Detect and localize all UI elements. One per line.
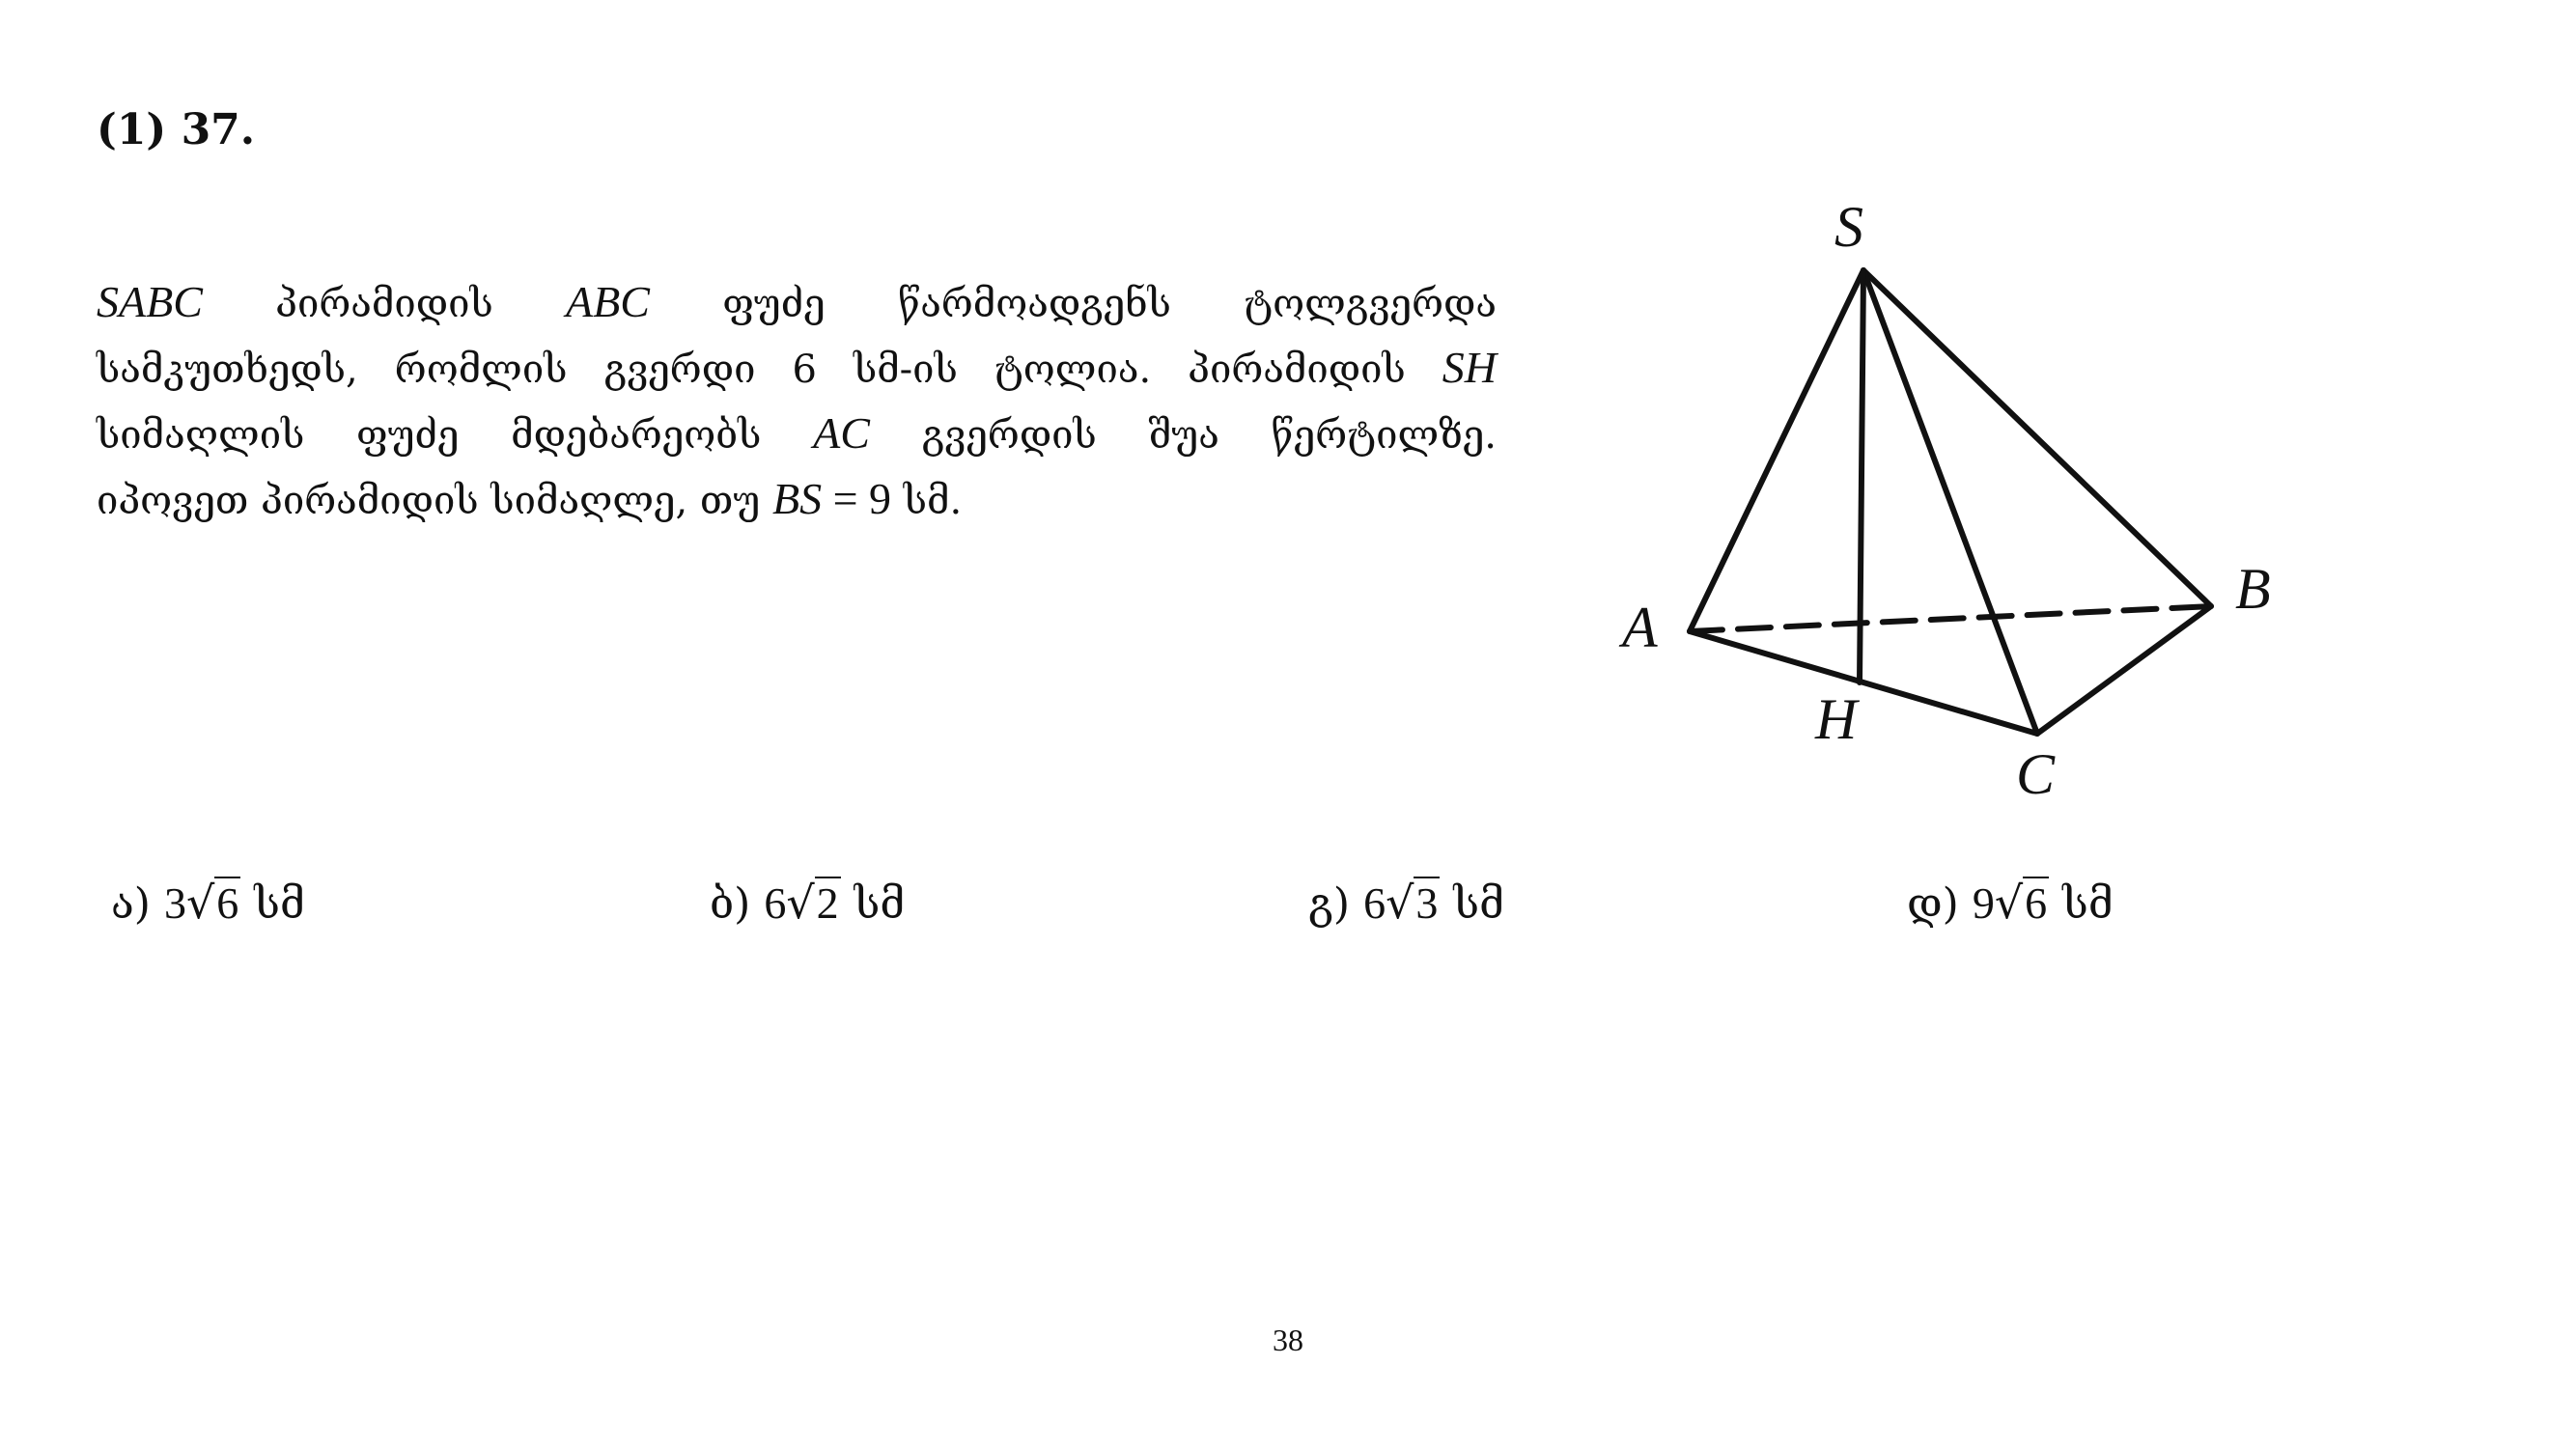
answer-radicand: 6: [2023, 877, 2050, 928]
math-base-name: ABC: [566, 277, 650, 326]
math-side-name: AC: [813, 408, 870, 458]
problem-text-line-3: სიმაღლის ფუძე მდებარეობს AC გვერდის შუა …: [97, 402, 1497, 467]
text-fragment: იპოვეთ პირამიდის სიმაღლე, თუ: [97, 479, 772, 523]
sqrt-symbol: √: [1994, 877, 2024, 929]
problem-text: SABC პირამიდის ABC ფუძე წარმოადგენს ტოლგ…: [97, 270, 1497, 533]
math-pyramid-name: SABC: [97, 277, 203, 326]
problem-text-line-1: SABC პირამიდის ABC ფუძე წარმოადგენს ტოლგ…: [97, 270, 1497, 336]
vertex-label-B: B: [2235, 557, 2271, 621]
answer-letter: ა): [111, 879, 151, 929]
answer-coefficient: 3: [163, 878, 186, 928]
answer-letter: გ): [1308, 879, 1351, 929]
math-edge-name: BS: [771, 474, 823, 523]
edge-SC: [1861, 267, 2040, 737]
answer-radicand: 2: [814, 877, 841, 928]
answer-letter: დ): [1907, 879, 1959, 929]
answer-unit: სმ: [254, 879, 305, 929]
edge-SB: [1861, 267, 2214, 609]
vertex-label-H: H: [1814, 687, 1861, 751]
answer-coefficient: 6: [1363, 878, 1386, 928]
edge-SA: [1687, 267, 1866, 634]
math-edge-value: = 9: [822, 474, 892, 523]
answer-option-d[interactable]: დ) 9√6 სმ: [1907, 874, 2114, 933]
answer-unit: სმ: [1453, 879, 1504, 929]
sqrt-symbol: √: [185, 877, 215, 929]
vertex-label-C: C: [2016, 742, 2056, 806]
answer-option-b[interactable]: ბ) 6√2 სმ: [710, 874, 905, 933]
text-fragment: სიმაღლის ფუძე მდებარეობს: [97, 413, 814, 458]
math-height-name: SH: [1442, 343, 1497, 392]
height-SH: [1857, 267, 1866, 685]
pyramid-figure: S A B H C: [1618, 195, 2271, 806]
problem-number: (1) 37.: [97, 105, 256, 154]
answer-radicand: 6: [214, 877, 241, 928]
vertex-label-S: S: [1834, 195, 1863, 259]
edge-AC: [1687, 628, 2040, 737]
sqrt-symbol: √: [786, 877, 815, 929]
problem-text-line-4: იპოვეთ პირამიდის სიმაღლე, თუ BS = 9 სმ.: [97, 467, 1497, 533]
page-number: 38: [1273, 1323, 1303, 1357]
answer-radicand: 3: [1414, 877, 1441, 928]
edge-CB: [2034, 603, 2214, 737]
answer-coefficient: 6: [764, 878, 787, 928]
text-fragment: გვერდის შუა წერტილზე.: [869, 413, 1497, 458]
answer-option-c[interactable]: გ) 6√3 სმ: [1308, 874, 1504, 933]
answer-letter: ბ): [710, 879, 751, 929]
vertex-label-A: A: [1618, 596, 1658, 659]
text-fragment: ფუძე წარმოადგენს ტოლგვერდა: [649, 282, 1497, 326]
answer-coefficient: 9: [1972, 878, 1995, 928]
edge-AB-hidden: [1687, 603, 2214, 634]
answer-unit: სმ: [854, 879, 906, 929]
text-fragment: სამკუთხედს, რომლის გვერდი 6 სმ-ის ტოლია.…: [97, 348, 1442, 392]
text-fragment: პირამიდის: [202, 282, 567, 326]
problem-text-line-2: სამკუთხედს, რომლის გვერდი 6 სმ-ის ტოლია.…: [97, 336, 1497, 402]
answer-option-a[interactable]: ა) 3√6 სმ: [111, 874, 305, 933]
sqrt-symbol: √: [1386, 877, 1414, 929]
answer-options: ა) 3√6 სმ ბ) 6√2 სმ გ) 6√3 სმ დ) 9√6 სმ: [0, 874, 2576, 941]
text-fragment: სმ.: [891, 479, 963, 523]
answer-unit: სმ: [2062, 879, 2114, 929]
